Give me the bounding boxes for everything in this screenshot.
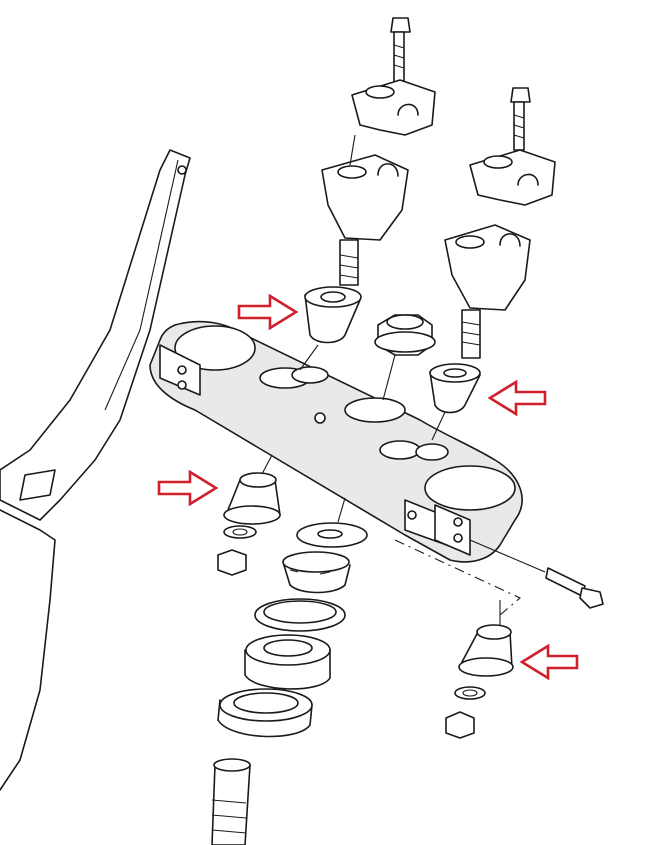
bushing-lower-right — [445, 600, 514, 739]
washer-center — [296, 497, 368, 548]
callout-arrows — [157, 293, 579, 681]
upper-bearing — [244, 634, 331, 690]
arrow-lower-left — [157, 469, 219, 507]
left-handlebar-riser — [321, 17, 436, 286]
right-handlebar-riser — [444, 87, 556, 359]
castle-nut — [282, 551, 351, 594]
arrow-lower-right — [519, 643, 579, 681]
arrow-upper-right — [487, 379, 547, 417]
lead-line — [394, 539, 522, 616]
dust-seal — [254, 598, 346, 632]
triple-clamp-crown — [149, 320, 523, 563]
pinch-bolt — [469, 539, 604, 609]
steering-stem — [211, 758, 251, 845]
bushing-upper-left — [299, 286, 362, 371]
frame-tube — [0, 149, 191, 791]
bushing-upper-right — [429, 363, 481, 441]
lower-bearing — [217, 688, 313, 738]
arrow-upper-left — [237, 293, 299, 331]
steering-stem-nut — [374, 314, 436, 401]
bushing-lower-left — [217, 454, 281, 576]
